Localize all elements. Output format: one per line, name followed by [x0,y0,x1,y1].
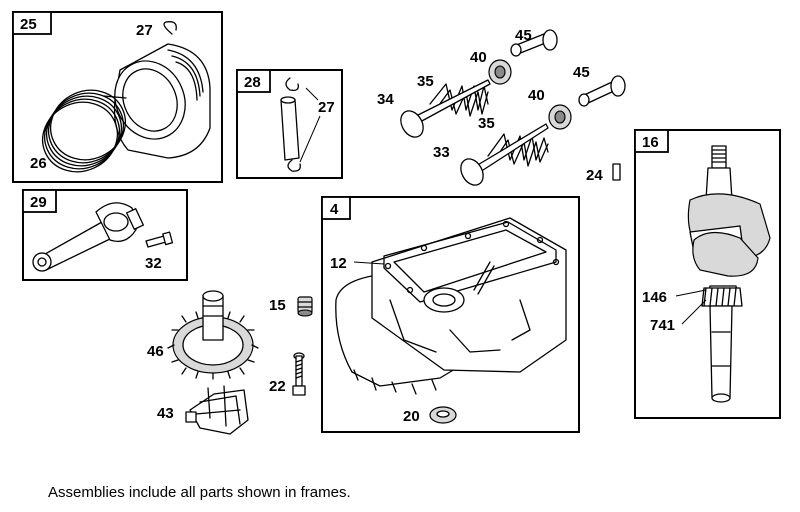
callout-26: 26 [30,155,47,172]
frame-crankcase-assembly: 4 [321,196,580,433]
callout-20: 20 [403,408,420,425]
intake-valve-spring [487,133,549,167]
callout-45-exhaust: 45 [515,27,532,44]
callout-45-intake: 45 [573,64,590,81]
intake-rotator [578,75,626,107]
exhaust-retainer [488,59,512,85]
rod-bolt [145,231,174,248]
callout-24: 24 [586,167,603,184]
callout-35-exhaust: 35 [417,73,434,90]
callout-146: 146 [642,289,667,306]
crankcase-sump [335,217,567,395]
callout-741: 741 [650,317,675,334]
exhaust-valve [400,79,491,138]
oil-seal [429,406,457,424]
callout-35-intake: 35 [478,115,495,132]
piston-pin [280,77,321,172]
callout-43: 43 [157,405,174,422]
plug [297,296,313,317]
callout-32: 32 [145,255,162,272]
retainer-clip-top [163,21,177,35]
callout-46: 46 [147,343,164,360]
camshaft-gear [167,290,259,380]
callout-22: 22 [269,378,286,395]
frame-piston-assembly: 25 [12,11,223,183]
frame-number-crankcase: 4 [330,201,339,218]
screw [292,352,306,396]
callout-12: 12 [330,255,347,272]
exhaust-valve-spring [429,83,489,117]
frame-connecting-rod-assembly: 29 [22,189,188,281]
piston-rings [42,89,127,173]
governor-assembly [185,385,249,435]
callout-15: 15 [269,297,286,314]
frame-piston-pin-assembly: 28 [236,69,343,179]
caption: Assemblies include all parts shown in fr… [48,484,351,501]
exhaust-rotator [510,29,558,57]
frame-number-piston: 25 [20,16,37,33]
frame-number-connecting-rod: 29 [30,194,47,211]
intake-retainer [548,104,572,130]
callout-34: 34 [377,91,394,108]
callout-27-pin: 27 [318,99,335,116]
connecting-rod [32,202,144,272]
callout-40-intake: 40 [528,87,545,104]
callout-40-exhaust: 40 [470,49,487,66]
callout-27-top: 27 [136,22,153,39]
crankshaft [675,145,771,403]
piston [113,43,211,159]
frame-crankshaft-assembly: 16 [634,129,781,419]
frame-number-crankshaft: 16 [642,134,659,151]
callout-33: 33 [433,144,450,161]
crankshaft-key [612,163,621,181]
intake-valve [460,123,549,186]
frame-number-piston-pin: 28 [244,74,261,91]
